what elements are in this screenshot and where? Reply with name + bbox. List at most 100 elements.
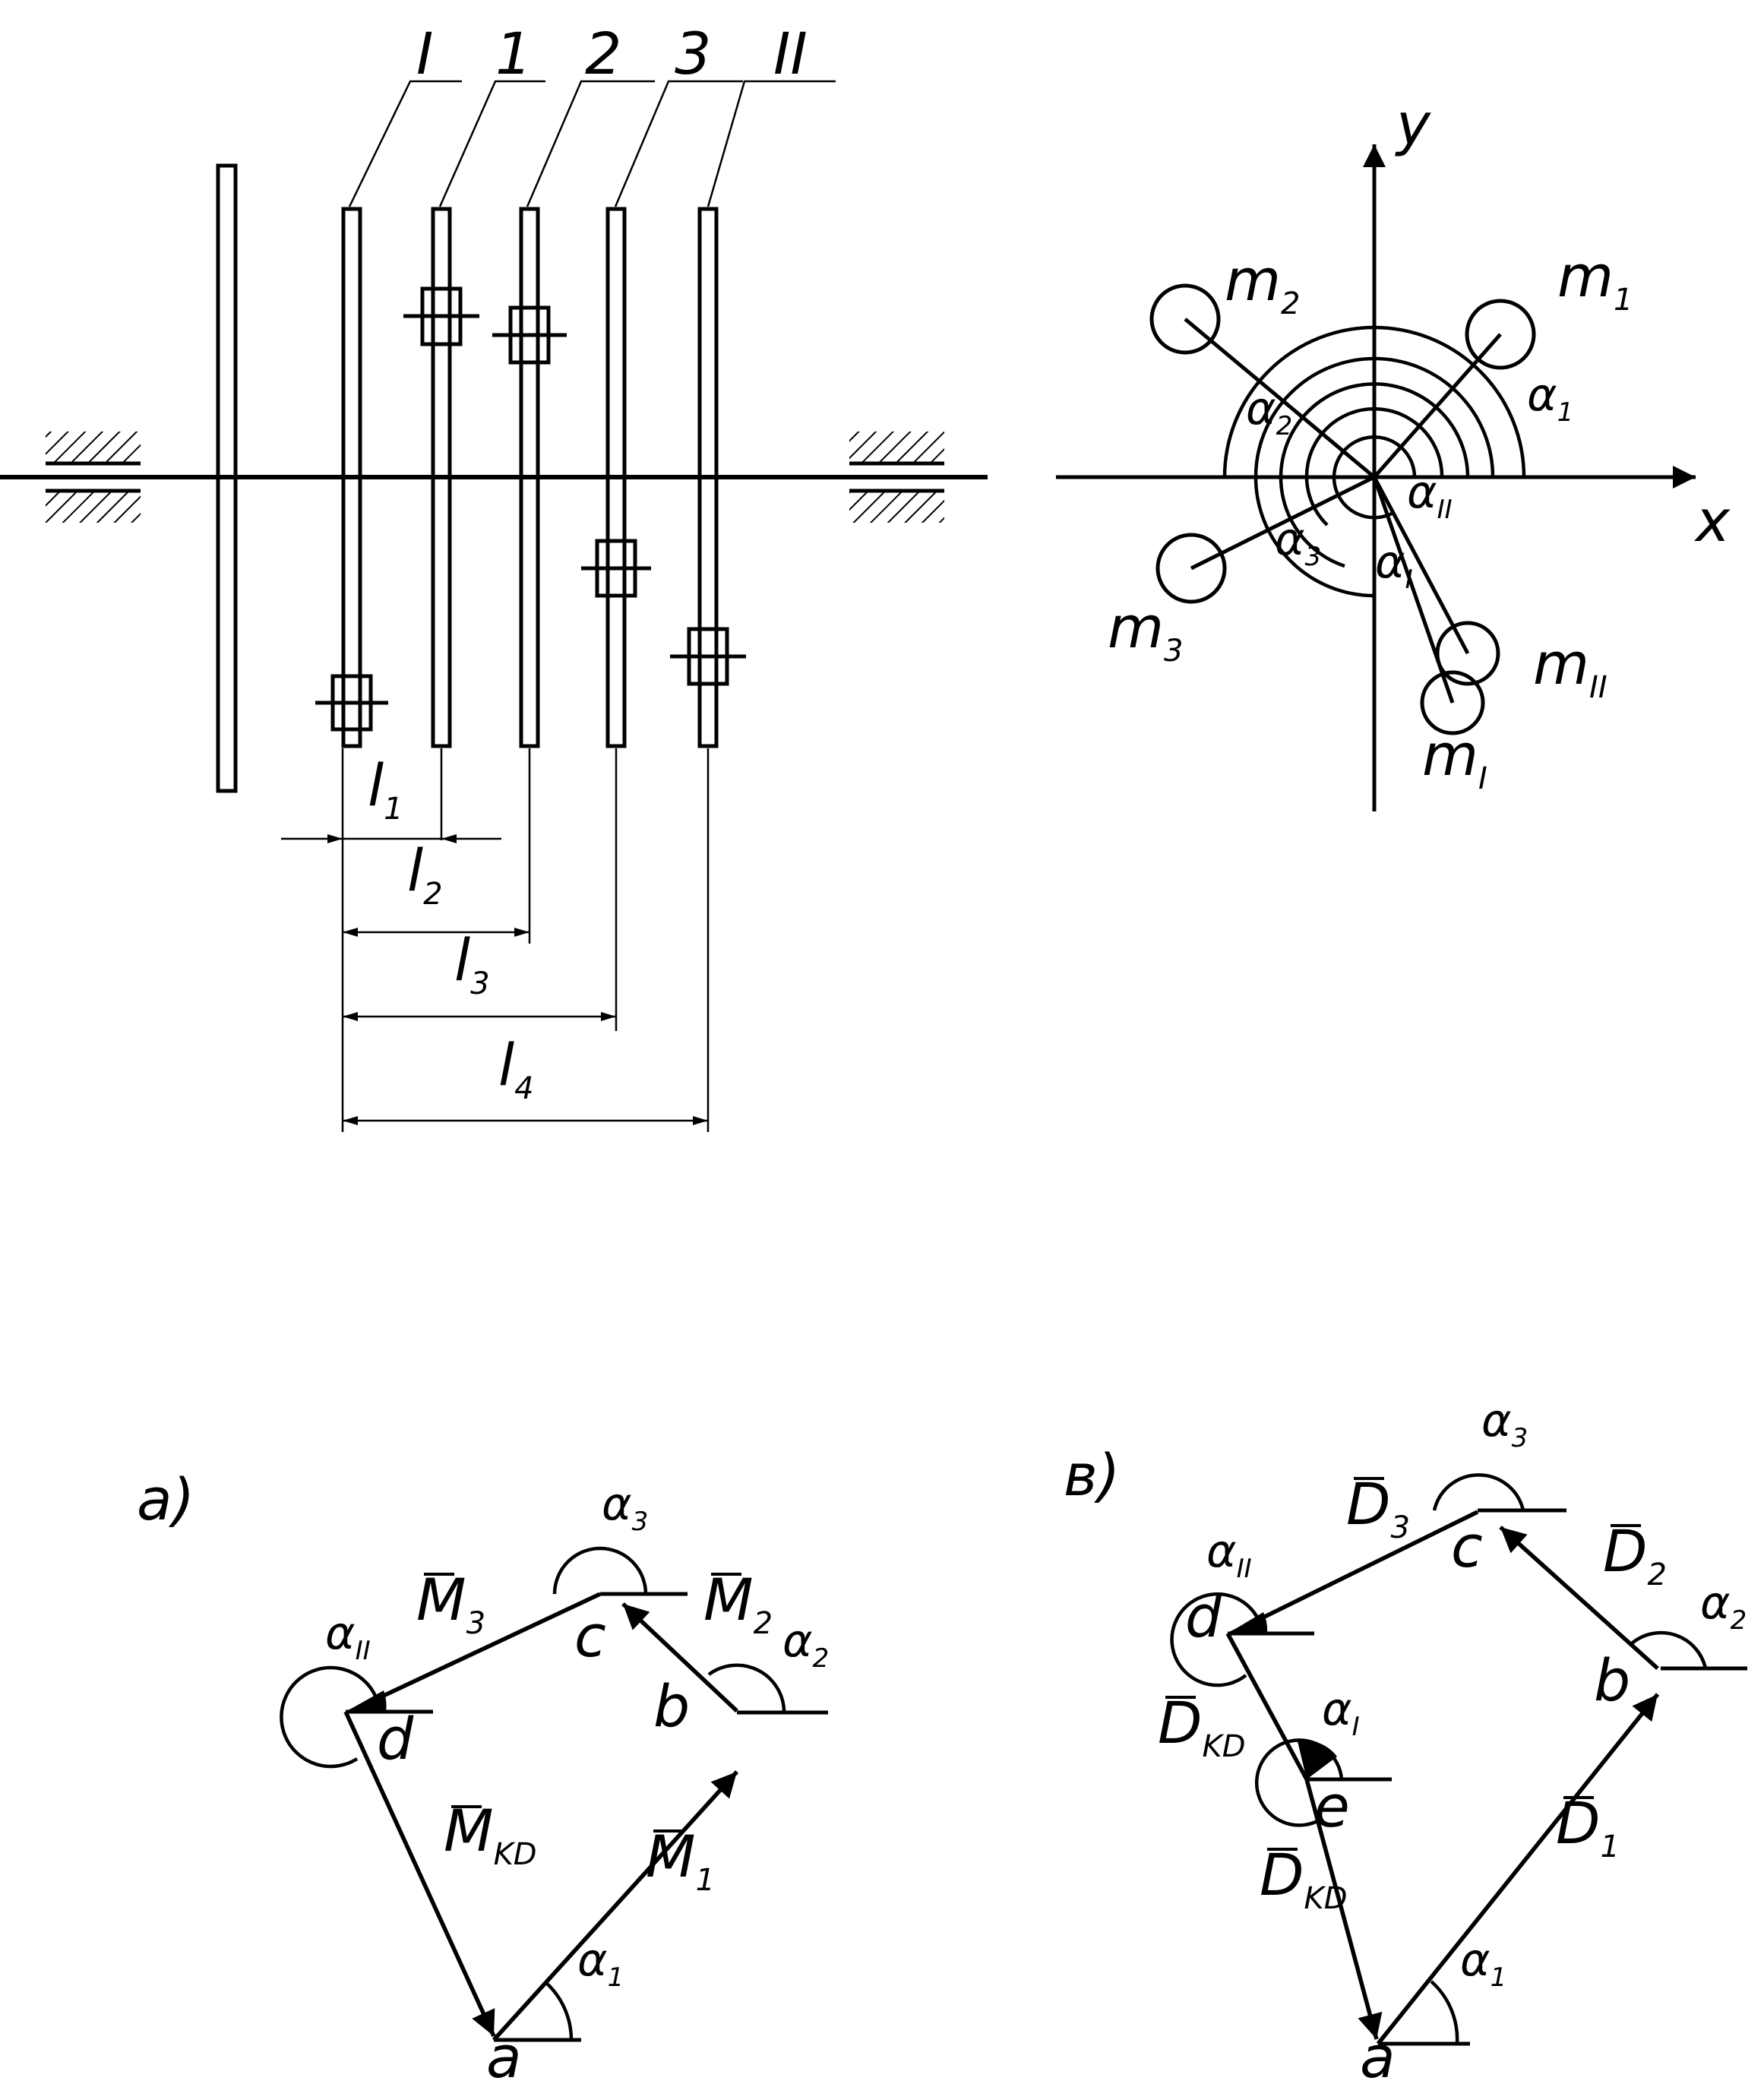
- polygon-b: [1170, 1473, 1747, 2046]
- point-a-b: b: [653, 1672, 690, 1740]
- left-bearing: [46, 432, 141, 523]
- arc-fill-b-e: [1298, 1740, 1337, 1779]
- callout-2: 2: [585, 20, 621, 87]
- mass-mI-circle: [1420, 670, 1485, 735]
- label-alphaI: αI: [1375, 536, 1413, 595]
- polygon-a: [280, 1546, 828, 2042]
- vector-label-D1: D1: [1556, 1789, 1620, 1864]
- callout-3: 3: [675, 20, 711, 87]
- label-mII: mII: [1533, 630, 1608, 705]
- angle-label-b-a1: α1: [1460, 1934, 1506, 1993]
- vector-D2: [1499, 1525, 1659, 1671]
- vector-MKD: [343, 1710, 496, 2038]
- mass-m1-circle: [1465, 299, 1536, 370]
- label-alpha3: α3: [1275, 513, 1321, 572]
- dim-l1: l1: [368, 751, 403, 827]
- vector-label-DKD1: DKD: [1158, 1689, 1246, 1764]
- plane-rod-II: [697, 207, 719, 748]
- arc-fill-a-d: [346, 1690, 387, 1712]
- plane-rod-3: [605, 207, 627, 748]
- vector-M2: [621, 1602, 738, 1713]
- mass-m3-circle: [1155, 533, 1227, 604]
- label-m3: m3: [1108, 593, 1184, 669]
- axis-x-label: x: [1694, 487, 1731, 555]
- label-m2: m2: [1225, 246, 1301, 321]
- vector-label-M3: M3: [416, 1566, 485, 1641]
- svg-text:DKD: DKD: [1260, 1841, 1348, 1916]
- dimension-lines: [281, 748, 710, 1132]
- svg-text:D3: D3: [1346, 1470, 1410, 1545]
- dim-l4: l4: [498, 1031, 534, 1106]
- angle-label-a-a2: α2: [782, 1614, 829, 1674]
- vector-M1: [492, 1770, 739, 2041]
- radius-lines: [1184, 318, 1502, 704]
- dim-l3: l3: [454, 926, 490, 1001]
- mass-block-II: [670, 627, 746, 686]
- label-mI: mI: [1422, 721, 1487, 796]
- rotor-disc: [216, 163, 238, 793]
- shaft-callouts: I 1 2 3 II: [416, 20, 808, 87]
- polar-view: [1056, 144, 1696, 811]
- angle-label-b-a3: α3: [1481, 1394, 1528, 1453]
- dimension-labels: l1 l2 l3 l4: [368, 751, 534, 1106]
- vector-label-D3: D3: [1346, 1470, 1410, 1545]
- svg-text:MKD: MKD: [444, 1797, 537, 1872]
- vector-D3: [1229, 1510, 1479, 1636]
- mass-block-2: [492, 305, 567, 365]
- callout-I: I: [416, 20, 433, 87]
- mass-block-1: [403, 286, 479, 346]
- svg-text:D1: D1: [1556, 1789, 1620, 1864]
- svg-text:D2: D2: [1603, 1517, 1667, 1592]
- point-a-a: a: [486, 2023, 522, 2080]
- vector-D1: [1376, 1693, 1660, 2045]
- dim-l2: l2: [407, 836, 443, 912]
- angle-label-b-aI: αI: [1322, 1683, 1360, 1742]
- label-m1: m1: [1557, 242, 1633, 318]
- angle-arcs: [1222, 325, 1526, 598]
- right-bearing: [849, 432, 944, 523]
- svg-text:DKD: DKD: [1158, 1689, 1246, 1764]
- point-b-b: b: [1594, 1646, 1630, 1714]
- arc-fill-b-d: [1228, 1612, 1268, 1633]
- angle-label-a-a1: α1: [577, 1934, 624, 1993]
- polar-labels: y x m1 m2 m3 mII mI α1 α2 α3 αII αI: [1108, 90, 1731, 796]
- vector-DKD2: [1304, 1779, 1383, 2040]
- point-b-e: e: [1314, 1773, 1350, 1840]
- angle-label-a-aII: αII: [325, 1607, 371, 1666]
- callout-1: 1: [495, 20, 532, 87]
- caption-a: a): [137, 1466, 194, 1533]
- plane-rod-I: [341, 207, 362, 748]
- label-alpha2: α2: [1246, 382, 1292, 441]
- point-a-c: c: [574, 1602, 606, 1670]
- angle-label-a-a3: α3: [602, 1478, 648, 1537]
- vector-DKD1: [1225, 1632, 1309, 1781]
- plane-rod-1: [431, 207, 452, 748]
- angle-arcs-a: [280, 1546, 786, 2041]
- vector-label-MKD: MKD: [444, 1797, 537, 1872]
- svg-text:M2: M2: [703, 1566, 773, 1641]
- mass-m2-circle: [1149, 283, 1221, 355]
- mass-block-I: [315, 674, 388, 732]
- vector-label-M2: M2: [703, 1566, 773, 1641]
- axis-y-label: y: [1395, 90, 1431, 158]
- label-alphaII: αII: [1407, 466, 1453, 525]
- plane-rod-2: [519, 207, 540, 748]
- label-alpha1: α1: [1527, 368, 1573, 428]
- point-b-c: c: [1451, 1513, 1483, 1580]
- reference-lines-a: [346, 1592, 828, 2042]
- vector-label-DKD2: DKD: [1260, 1841, 1348, 1916]
- polygon-b-labels: в) a b c d e D1 D2 D3 DKD DKD α1 α2 α3 α…: [1064, 1394, 1747, 2084]
- point-b-d: d: [1185, 1583, 1222, 1650]
- callout-leaders: [348, 80, 836, 207]
- angle-label-b-aII: αII: [1206, 1525, 1252, 1584]
- vector-label-D2: D2: [1603, 1517, 1667, 1592]
- vector-label-M1: M1: [646, 1823, 715, 1898]
- shaft-view: [0, 80, 988, 1132]
- caption-b: в): [1064, 1441, 1120, 1509]
- svg-text:M1: M1: [646, 1823, 715, 1898]
- vector-M3: [348, 1592, 602, 1714]
- angle-label-b-a2: α2: [1700, 1576, 1747, 1636]
- polygon-a-labels: a) a b c d M1 M2 M3 MKD α1 α2 α3 αII: [137, 1466, 829, 2084]
